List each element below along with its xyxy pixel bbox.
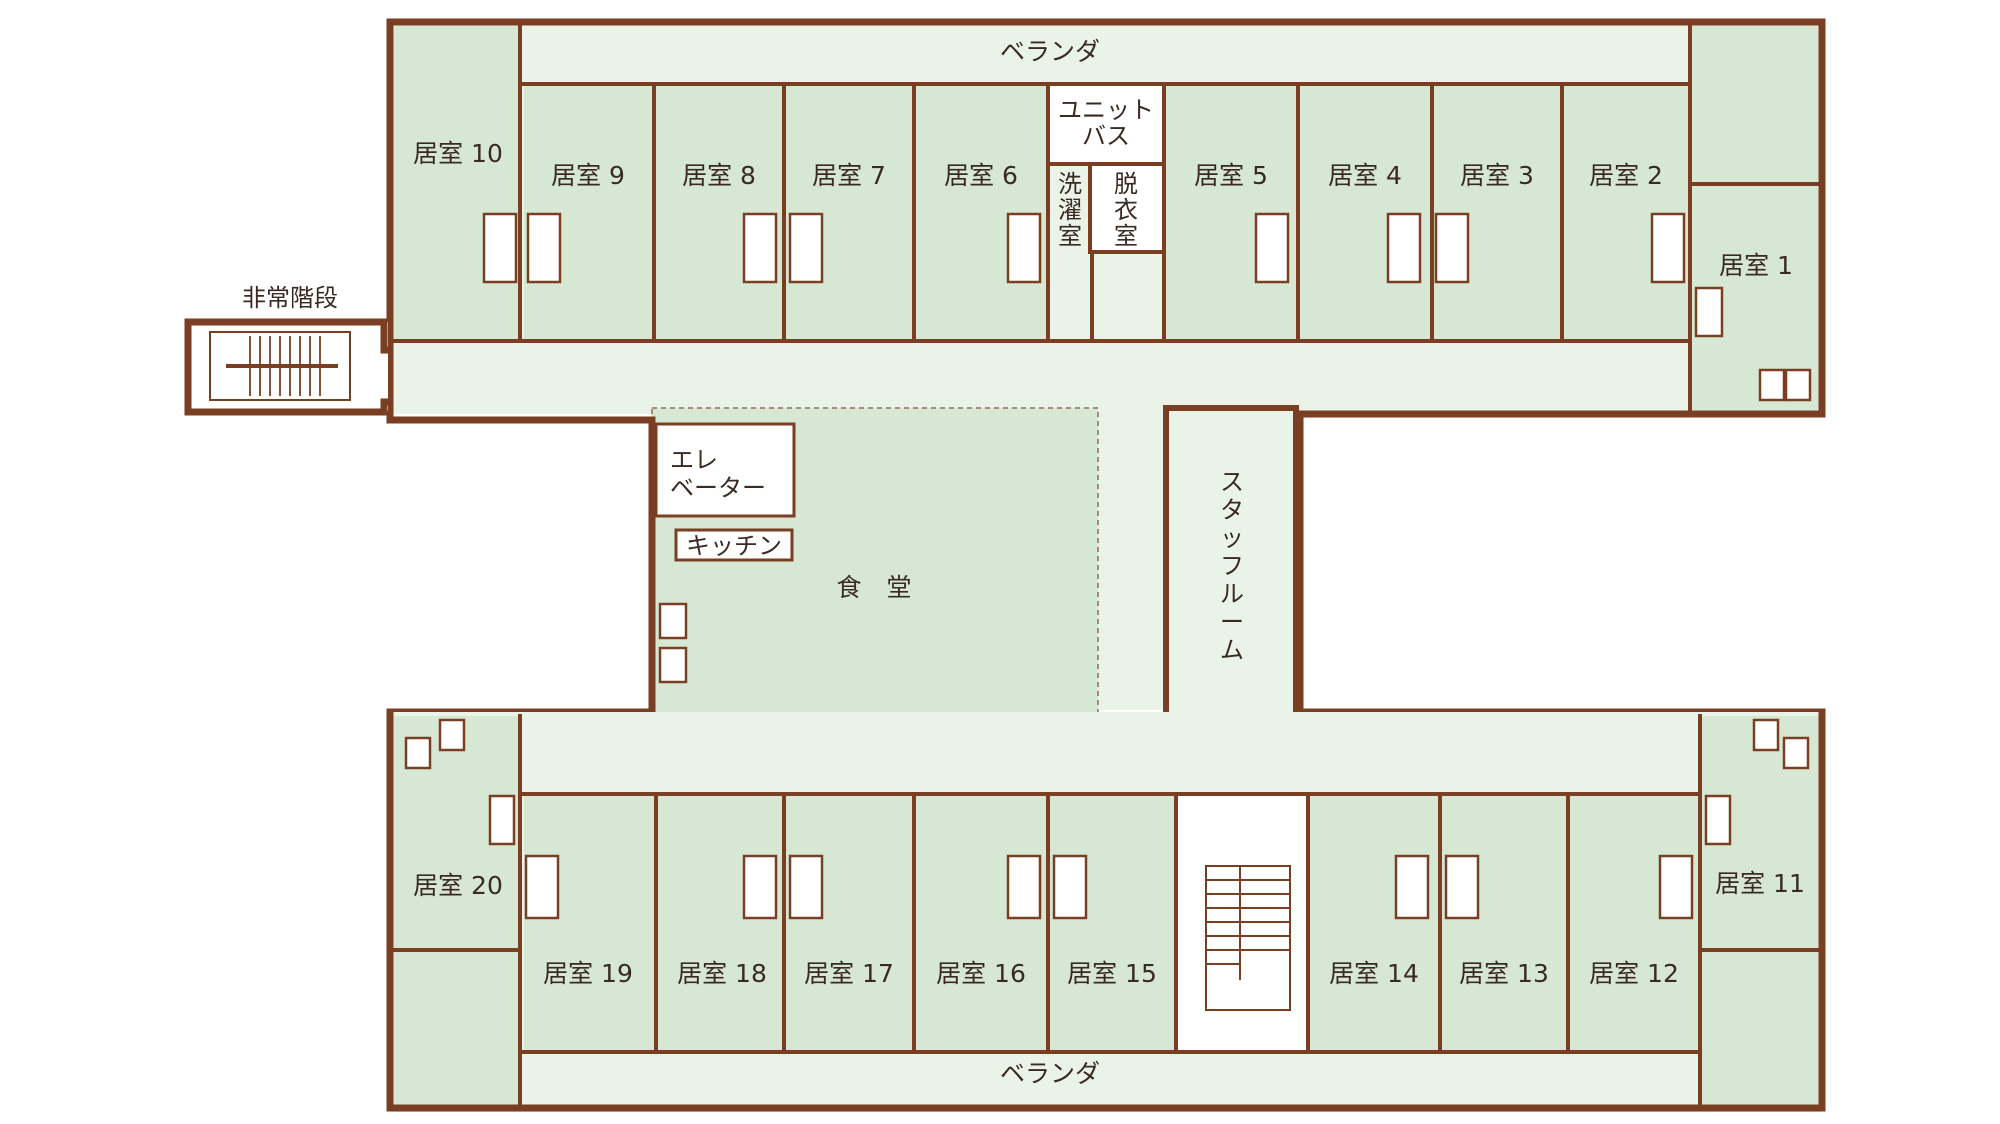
staff-room-char-6: ー	[1220, 608, 1244, 636]
room-1-area	[1692, 26, 1818, 410]
room-10-area	[394, 26, 520, 341]
room-15-label: 居室 15	[1067, 959, 1157, 988]
room-17-label: 居室 17	[804, 959, 894, 988]
room-12-label: 居室 12	[1589, 959, 1679, 988]
dining-label: 食 堂	[836, 573, 911, 602]
room-20-label: 居室 20	[413, 871, 503, 900]
staff-room-char-4: フ	[1220, 552, 1244, 580]
room-19-area	[524, 796, 654, 1050]
room-14-area	[1310, 796, 1438, 1050]
veranda-bottom-label: ベランダ	[1000, 1059, 1100, 1088]
staff-room-char-3: ッ	[1220, 524, 1244, 552]
room-6-label: 居室 6	[944, 161, 1018, 190]
top-wing	[386, 18, 1826, 418]
room-16-label: 居室 16	[936, 959, 1026, 988]
unit-bath-label-2: バス	[1082, 122, 1130, 150]
room-11-area	[1702, 716, 1818, 1106]
dressing-label-3: 室	[1114, 222, 1138, 250]
room-5-label: 居室 5	[1194, 161, 1268, 190]
bottom-wing	[386, 708, 1826, 1112]
dressing-label-2: 衣	[1114, 196, 1138, 224]
room-12-area	[1570, 796, 1698, 1050]
room-17-area	[786, 796, 912, 1050]
beds	[404, 212, 1812, 920]
room-19-label: 居室 19	[543, 959, 633, 988]
room-18-area	[658, 796, 782, 1050]
room-14-label: 居室 14	[1329, 959, 1419, 988]
room-7-label: 居室 7	[812, 161, 886, 190]
room-13-label: 居室 13	[1459, 959, 1549, 988]
room-4-label: 居室 4	[1328, 161, 1402, 190]
room-11-label: 居室 11	[1715, 869, 1805, 898]
staff-room-label: ス タ ッ フ ル ー ム	[1220, 468, 1244, 664]
unit-bath-label-1: ユニット	[1058, 96, 1154, 124]
emergency-stairs	[184, 318, 394, 416]
room-10-label: 居室 10	[413, 139, 503, 168]
staff-room-char-2: タ	[1220, 496, 1244, 524]
laundry-label-1: 洗	[1058, 170, 1082, 198]
room-2-label: 居室 2	[1589, 161, 1663, 190]
middle-block	[386, 405, 1826, 735]
room-13-area	[1442, 796, 1566, 1050]
room-16-area	[916, 796, 1046, 1050]
laundry-label-2: 濯	[1058, 196, 1082, 224]
elevator-label-2: ベーター	[670, 474, 766, 502]
staff-room-char-1: ス	[1220, 468, 1244, 496]
kitchen-label: キッチン	[686, 532, 782, 560]
elevator-label-1: エレ	[670, 446, 718, 474]
room-3-label: 居室 3	[1460, 161, 1534, 190]
dressing-label-1: 脱	[1114, 170, 1138, 198]
room-8-label: 居室 8	[682, 161, 756, 190]
room-20-area	[394, 716, 518, 1106]
room-1-label: 居室 1	[1719, 251, 1793, 280]
room-15-area	[1050, 796, 1174, 1050]
staff-room-char-5: ル	[1220, 580, 1244, 608]
room-18-label: 居室 18	[677, 959, 767, 988]
veranda-top-label: ベランダ	[1000, 37, 1100, 66]
emergency-stairs-label: 非常階段	[242, 284, 338, 312]
laundry-label-3: 室	[1058, 222, 1082, 250]
room-9-label: 居室 9	[551, 161, 625, 190]
staff-room-char-7: ム	[1220, 636, 1244, 664]
